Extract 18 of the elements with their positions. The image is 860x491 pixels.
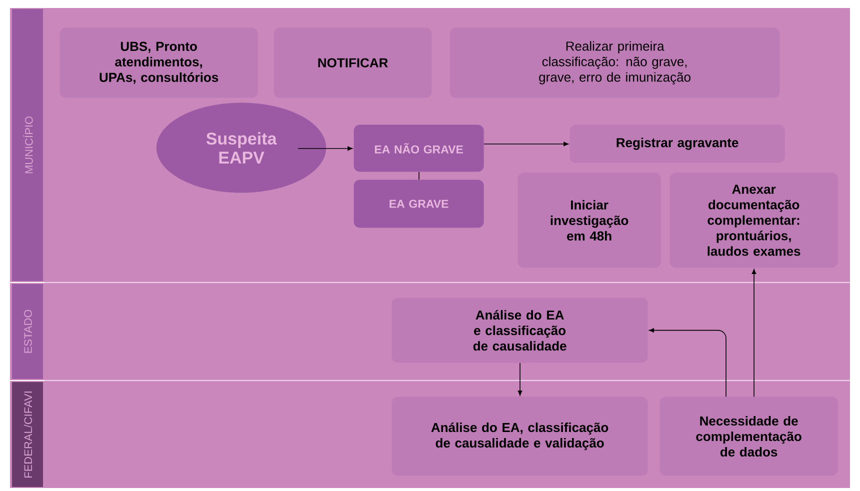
process-box: Iniciar investigação em 48h (518, 172, 661, 268)
arrow (518, 362, 522, 396)
process-box: Anexar documentação complementar: prontuários, laudos exames (670, 172, 838, 268)
process-box: Realizar primeira classificação: não grave, grave, erro de imunização (450, 28, 780, 98)
process-box: Registrar agravante (570, 124, 785, 163)
process-box: Necessidade de complementação de dados (660, 396, 838, 476)
arrow (298, 146, 352, 151)
node-label: ESTADO (24, 310, 32, 353)
arrow (484, 142, 568, 146)
classification-box: EA GRAVE (354, 180, 484, 228)
node-label: FEDERAL/CIFAVI (24, 392, 32, 478)
process-box: Análise do EA e classificação de causalidade (392, 298, 648, 363)
process-box: NOTIFICAR (274, 28, 432, 98)
process-box: Análise do EA, classificação de causalidade e validação (392, 396, 648, 476)
arrow (752, 269, 756, 397)
process-box: UBS, Pronto atendimentos, UPAs, consultórios (60, 28, 258, 98)
classification-box: EA NÃO GRAVE (354, 124, 484, 172)
arrow (649, 328, 726, 397)
